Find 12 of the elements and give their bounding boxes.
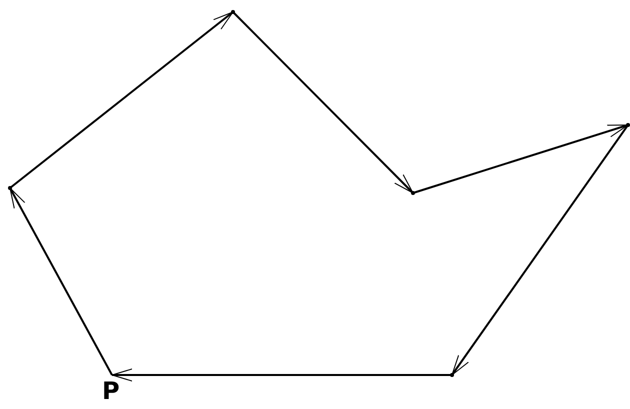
vertex-point	[450, 373, 454, 377]
vector-arrow	[412, 124, 628, 194]
vertex-point	[8, 186, 12, 190]
vector-arrow	[451, 124, 629, 376]
vector-arrow	[9, 188, 113, 376]
vertex-point	[231, 10, 235, 14]
point-label: P	[102, 379, 120, 403]
vector-arrow	[9, 11, 234, 189]
vector-arrow	[112, 368, 452, 382]
vector-arrow	[232, 11, 414, 194]
vertex-point	[626, 123, 630, 127]
vertex-point	[411, 191, 415, 195]
